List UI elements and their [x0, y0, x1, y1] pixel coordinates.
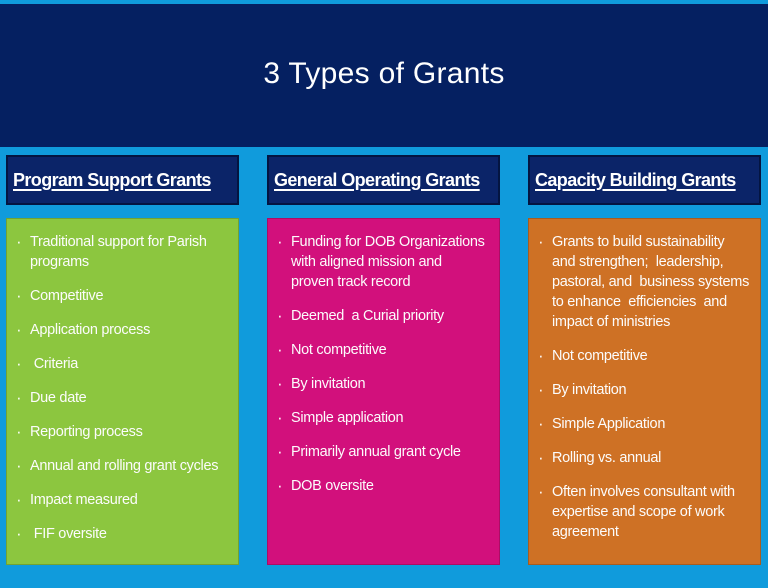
column-header-box: General Operating Grants: [267, 155, 500, 205]
item-text: By invitation: [291, 376, 366, 392]
title-band: 3 Types of Grants: [0, 4, 768, 147]
bullet-icon: ·: [16, 286, 22, 305]
bullet-item: · Grants to build sustainability and stre…: [537, 232, 754, 332]
item-text: Impact measured: [30, 492, 138, 508]
item-text: Competitive: [30, 288, 104, 304]
bullet-item: · Impact measured: [15, 490, 232, 510]
column-capacity-building-grants: Capacity Building Grants · Grants to buil…: [528, 155, 761, 565]
bullet-item: · Not competitive: [537, 346, 754, 366]
item-text: Not competitive: [552, 348, 648, 364]
bullet-icon: ·: [16, 456, 22, 475]
bullet-icon: ·: [16, 354, 22, 373]
item-text: Annual and rolling grant cycles: [30, 458, 219, 474]
bullet-icon: ·: [16, 388, 22, 407]
bullet-item: · Deemed a Curial priority: [276, 306, 493, 326]
bullet-item: · By invitation: [537, 380, 754, 400]
bullet-item: · Reporting process: [15, 422, 232, 442]
bullet-icon: ·: [277, 340, 283, 359]
bullet-item: · Traditional support for Parish programs: [15, 232, 232, 272]
bullet-icon: ·: [277, 408, 283, 427]
column-body: · Grants to build sustainability and stre…: [528, 218, 761, 565]
bullet-icon: ·: [277, 232, 283, 251]
item-text: Primarily annual grant cycle: [291, 444, 461, 460]
bullet-item: · Simple Application: [537, 414, 754, 434]
column-program-support-grants: Program Support Grants · Traditional supp…: [6, 155, 239, 565]
bullet-icon: ·: [16, 524, 22, 543]
item-text: Simple application: [291, 410, 404, 426]
bullet-icon: ·: [277, 442, 283, 461]
bullet-item: · Not competitive: [276, 340, 493, 360]
item-text: Simple Application: [552, 416, 666, 432]
item-text: Rolling vs. annual: [552, 450, 662, 466]
bullet-item: · FIF oversite: [15, 524, 232, 544]
bullet-icon: ·: [277, 306, 283, 325]
item-text: Not competitive: [291, 342, 387, 358]
column-header-box: Program Support Grants: [6, 155, 239, 205]
bullet-item: · Simple application: [276, 408, 493, 428]
grant-columns: Program Support Grants · Traditional supp…: [6, 155, 761, 565]
bullet-icon: ·: [16, 320, 22, 339]
bullet-icon: ·: [16, 490, 22, 509]
bullet-item: · Due date: [15, 388, 232, 408]
item-text: Application process: [30, 322, 151, 338]
column-header-label: Program Support Grants: [13, 169, 211, 190]
item-text: FIF oversite: [30, 526, 107, 542]
bullet-icon: ·: [538, 346, 544, 365]
column-header-label: General Operating Grants: [274, 169, 480, 190]
bullet-item: · Application process: [15, 320, 232, 340]
item-text: Deemed a Curial priority: [291, 308, 444, 324]
item-text: Grants to build sustainability and stren…: [552, 234, 750, 330]
bullet-item: · Often involves consultant with expertis…: [537, 482, 754, 542]
bullet-icon: ·: [538, 482, 544, 501]
item-text: Reporting process: [30, 424, 143, 440]
item-text: Criteria: [30, 356, 79, 372]
bullet-icon: ·: [538, 232, 544, 251]
item-text: Often involves consultant with expertise…: [552, 484, 735, 540]
column-body: · Funding for DOB Organizations with alig…: [267, 218, 500, 565]
bullet-icon: ·: [538, 448, 544, 467]
bullet-icon: ·: [277, 476, 283, 495]
bullet-item: · Funding for DOB Organizations with alig…: [276, 232, 493, 292]
column-header-box: Capacity Building Grants: [528, 155, 761, 205]
item-text: By invitation: [552, 382, 627, 398]
bullet-icon: ·: [277, 374, 283, 393]
bullet-item: · Primarily annual grant cycle: [276, 442, 493, 462]
bullet-icon: ·: [538, 380, 544, 399]
bullet-item: · Annual and rolling grant cycles: [15, 456, 232, 476]
bullet-icon: ·: [16, 422, 22, 441]
item-text: Funding for DOB Organizations with align…: [291, 234, 485, 290]
bullet-item: · Competitive: [15, 286, 232, 306]
column-body: · Traditional support for Parish programs…: [6, 218, 239, 565]
bullet-icon: ·: [16, 232, 22, 251]
bullet-item: · DOB oversite: [276, 476, 493, 496]
bullet-item: · Criteria: [15, 354, 232, 374]
bullet-icon: ·: [538, 414, 544, 433]
column-general-operating-grants: General Operating Grants · Funding for DO…: [267, 155, 500, 565]
bullet-item: · By invitation: [276, 374, 493, 394]
slide-title: 3 Types of Grants: [263, 56, 505, 90]
item-text: Due date: [30, 390, 87, 406]
item-text: Traditional support for Parish programs: [30, 234, 207, 270]
column-header-label: Capacity Building Grants: [535, 169, 736, 190]
bullet-item: · Rolling vs. annual: [537, 448, 754, 468]
item-text: DOB oversite: [291, 478, 374, 494]
